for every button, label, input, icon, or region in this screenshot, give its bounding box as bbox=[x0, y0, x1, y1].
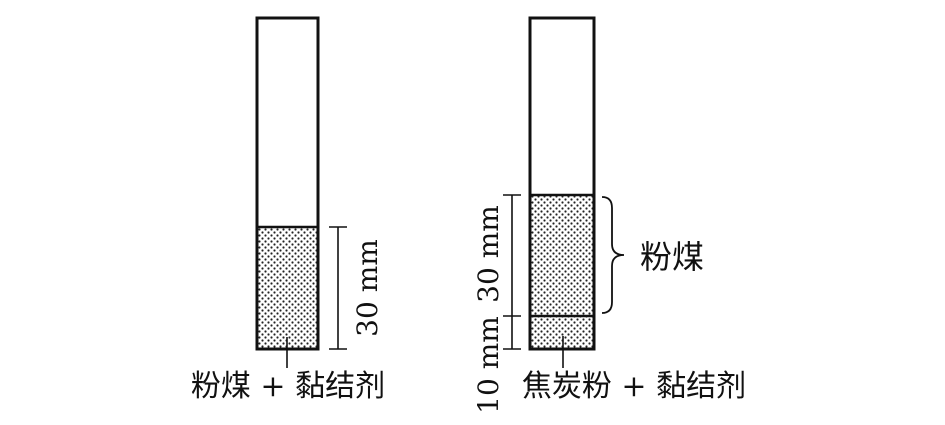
right-fill-label: 焦炭粉 + 黏结剂 bbox=[522, 369, 746, 404]
right-tube-upper-fill bbox=[530, 195, 594, 316]
right-upper-layer-brace bbox=[601, 196, 625, 314]
right-lower-height-label: 10 mm bbox=[472, 316, 505, 414]
right-tube-lower-fill bbox=[530, 316, 594, 349]
left-tube-fill bbox=[257, 227, 318, 349]
left-height-dimension bbox=[329, 226, 347, 350]
right-height-dimension bbox=[503, 194, 521, 350]
right-upper-layer-label: 粉煤 bbox=[640, 238, 704, 276]
right-tube-outline bbox=[528, 16, 596, 351]
left-height-label: 30 mm bbox=[351, 239, 384, 337]
left-tube bbox=[255, 16, 320, 351]
right-upper-height-label: 30 mm bbox=[472, 205, 505, 303]
left-fill-label: 粉煤 + 黏结剂 bbox=[191, 369, 385, 404]
right-tube bbox=[528, 16, 596, 351]
